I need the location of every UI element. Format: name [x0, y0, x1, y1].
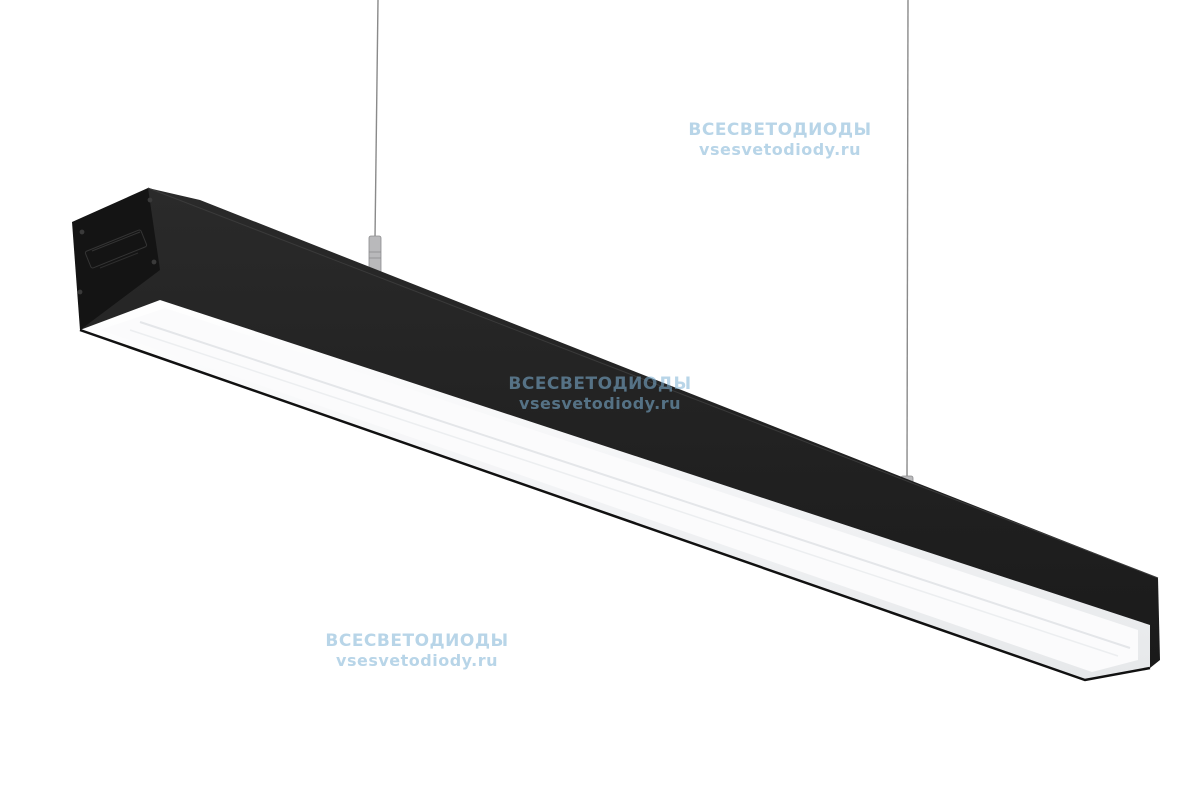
end-cap-screw [79, 229, 85, 235]
end-cap-screw [147, 197, 153, 203]
brand-logo-engraving [84, 229, 148, 269]
suspension-cable-left [374, 0, 379, 239]
watermark-url: vsesvetodiody.ru [519, 394, 681, 413]
led-diffuser-inner [100, 308, 1138, 672]
watermark-brand: ВСЕСВЕТОДИОДЫ [688, 120, 872, 140]
watermark-brand: ВСЕСВЕТОДИОДЫ [508, 374, 692, 394]
fixture-bottom-edge [79, 328, 1151, 682]
watermark-brand: ВСЕСВЕТОДИОДЫ [325, 631, 509, 651]
fixture-top-edge [147, 187, 1159, 579]
watermark-middle: ВСЕСВЕТОДИОДЫ vsesvetodiody.ru [480, 374, 720, 414]
led-row [139, 321, 1131, 649]
watermark-top: ВСЕСВЕТОДИОДЫ vsesvetodiody.ru [660, 120, 900, 160]
watermark-url: vsesvetodiody.ru [336, 651, 498, 670]
end-cap-screw [151, 259, 157, 265]
end-cap-screw [77, 289, 83, 295]
watermark-bottom: ВСЕСВЕТОДИОДЫ vsesvetodiody.ru [297, 631, 537, 671]
watermark-url: vsesvetodiody.ru [699, 140, 861, 159]
suspension-cable-right [906, 0, 909, 479]
led-row [129, 329, 1119, 657]
